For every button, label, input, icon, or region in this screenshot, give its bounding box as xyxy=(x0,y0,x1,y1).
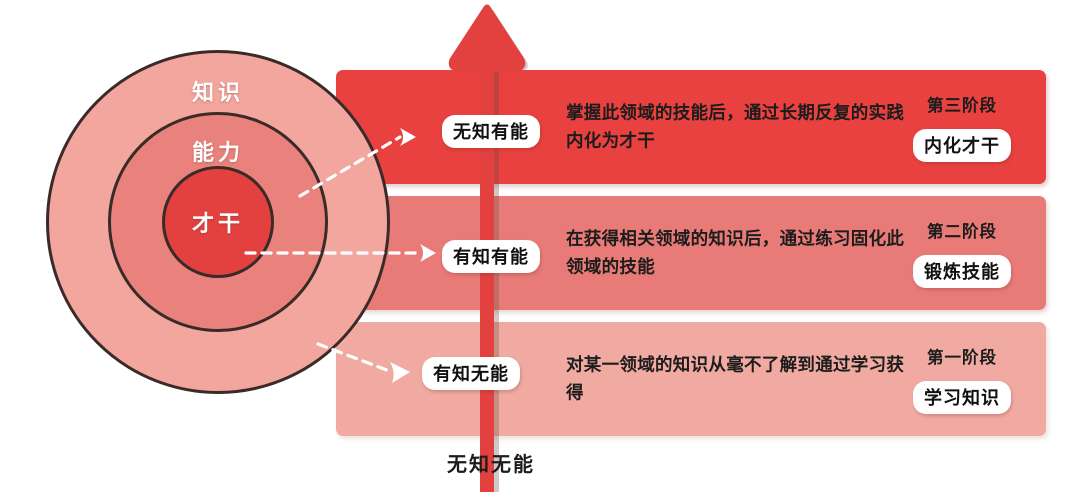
stage-description-1: 对某一领域的知识从毫不了解到通过学习获得 xyxy=(566,354,905,403)
stage-meta-3: 第三阶段 内化才干 xyxy=(892,70,1032,184)
stage-meta-2: 第二阶段 锻炼技能 xyxy=(892,196,1032,310)
stage-meta-1: 第一阶段 学习知识 xyxy=(892,322,1032,436)
stage-action-pill-3: 内化才干 xyxy=(913,129,1011,162)
ring-knowledge-label: 知识 xyxy=(191,80,244,105)
stage-name-3: 第三阶段 xyxy=(927,97,997,115)
ring-talent: 才干 xyxy=(162,166,274,278)
stage-name-2: 第二阶段 xyxy=(927,223,997,241)
stage-band-1: 对某一领域的知识从毫不了解到通过学习获得 第一阶段 学习知识 xyxy=(336,322,1046,436)
arrow-bottom-label: 无知无能 xyxy=(447,454,535,476)
stage-action-pill-2: 锻炼技能 xyxy=(913,255,1011,288)
stage-name-1: 第一阶段 xyxy=(927,349,997,367)
ring-ability-label: 能力 xyxy=(191,140,244,165)
concentric-circles: 知识 能力 才干 xyxy=(46,50,390,394)
stage-description-2: 在获得相关领域的知识后，通过练习固化此领域的技能 xyxy=(566,228,905,277)
connector-pill-2: 有知有能 xyxy=(442,240,540,273)
ring-talent-label: 才干 xyxy=(191,211,244,236)
stage-description-3: 掌握此领域的技能后，通过长期反复的实践内化为才干 xyxy=(566,102,905,151)
connector-pill-1: 有知无能 xyxy=(422,357,520,390)
stage-action-pill-1: 学习知识 xyxy=(913,381,1011,414)
arrow-head-icon xyxy=(448,4,526,72)
connector-pill-3: 无知有能 xyxy=(442,115,540,148)
